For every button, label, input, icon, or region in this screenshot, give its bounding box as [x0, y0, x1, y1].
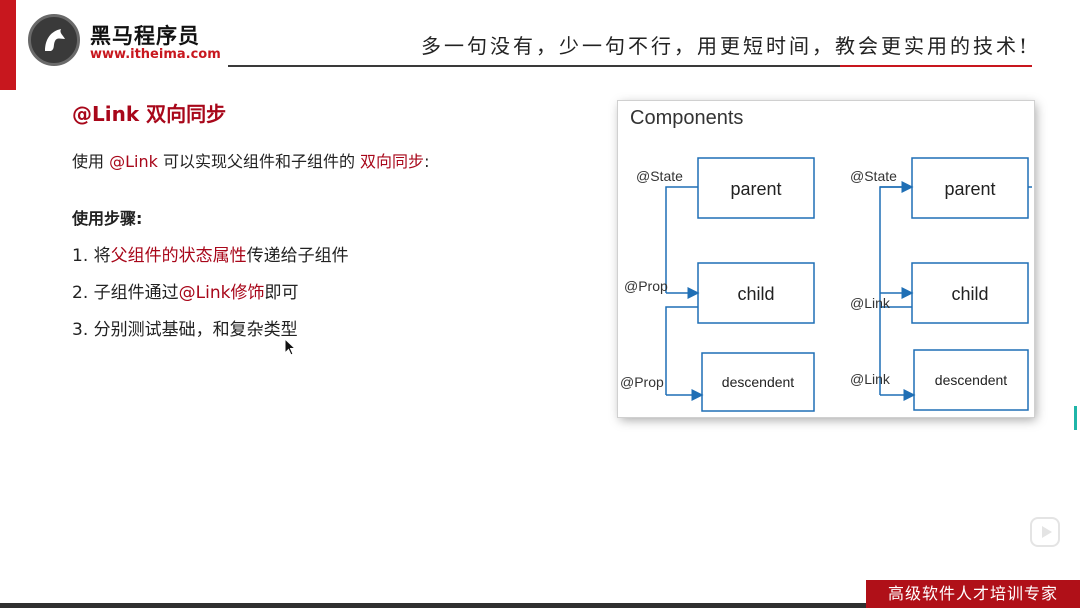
left-prop-label: @Prop [624, 278, 668, 294]
left-parent-label: parent [730, 179, 781, 199]
step-item: 2. 子组件通过@Link修饰即可 [72, 278, 298, 303]
step-text: 将 [93, 246, 111, 266]
horse-logo-icon [28, 14, 80, 66]
left-descendent-label: descendent [722, 374, 795, 390]
logo-text: 黑马程序员 [90, 24, 200, 48]
footer-tagline: 高级软件人才培训专家 [866, 580, 1080, 608]
right-state-label: @State [850, 168, 897, 184]
step-text: 传递给子组件 [246, 246, 349, 266]
left-accent-strip [0, 0, 16, 90]
intro-middle: 可以实现父组件和子组件的 [157, 152, 361, 171]
step-number: 2. [72, 283, 94, 303]
intro-highlight-sync: 双向同步 [360, 152, 425, 171]
step-highlight: 父组件的状态属性 [110, 246, 247, 266]
left-parent-box [697, 157, 815, 219]
logo-url: www.itheima.com [90, 47, 221, 62]
intro-suffix: : [424, 152, 430, 171]
right-parent-label: parent [944, 179, 995, 199]
scroll-indicator[interactable] [1074, 406, 1077, 430]
step-number: 3. [72, 320, 94, 340]
steps-heading: 使用步骤: [72, 209, 143, 228]
step-item: 1. 将父组件的状态属性传递给子组件 [72, 241, 349, 266]
right-descendent-box [913, 349, 1029, 411]
intro-highlight-link: @Link [109, 152, 158, 171]
left-descendent-box [701, 352, 815, 412]
right-link-label: @Link [850, 371, 891, 387]
footer-bar [0, 603, 1080, 608]
right-child-label: child [951, 284, 988, 304]
slide-title: @Link 双向同步 [72, 102, 227, 126]
step-text: 子组件通过 [93, 283, 179, 303]
header-divider-accent [840, 65, 1032, 67]
intro-text: 使用 @Link 可以实现父组件和子组件的 双向同步: [72, 148, 429, 172]
step-number: 1. [72, 246, 94, 266]
left-state-label: @State [636, 168, 683, 184]
left-child-label: child [737, 284, 774, 304]
step-text: 即可 [264, 283, 299, 303]
diagram-title: Components [630, 107, 743, 129]
step-highlight: @Link修饰 [178, 283, 265, 303]
left-prop-label: @Prop [620, 374, 664, 390]
right-link-label: @Link [850, 295, 891, 311]
right-descendent-label: descendent [935, 372, 1008, 388]
header-divider [228, 65, 1032, 67]
intro-prefix: 使用 [72, 152, 110, 171]
step-text: 分别测试基础，和复杂类型 [93, 320, 298, 340]
mouse-cursor-icon [284, 338, 297, 356]
step-item: 3. 分别测试基础，和复杂类型 [72, 315, 298, 340]
play-icon[interactable] [1030, 517, 1060, 547]
brand-logo: 黑马程序员 www.itheima.com [28, 14, 221, 70]
components-diagram: Components @State @Prop @Prop parent chi… [618, 101, 1034, 417]
slogan: 多一句没有，少一句不行，用更短时间，教会更实用的技术! [420, 34, 1030, 58]
